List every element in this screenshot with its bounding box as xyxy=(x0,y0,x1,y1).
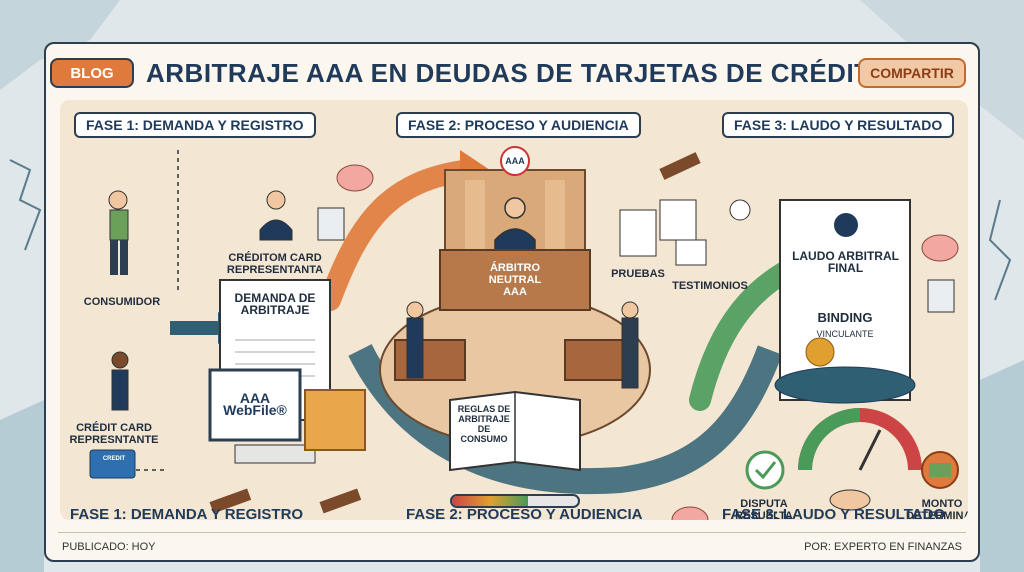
phase-2-tag: FASE 2: PROCESO Y AUDIENCIA xyxy=(396,112,641,138)
webfile-label: AAA WebFile® xyxy=(223,390,287,418)
header: BLOG ARBITRAJE AAA EN DEUDAS DE TARJETAS… xyxy=(46,44,978,102)
infographic-panel: FASE 1: DEMANDA Y REGISTRO FASE 2: PROCE… xyxy=(60,100,968,520)
testimony-label: TESTIMONIOS xyxy=(672,280,748,292)
dispute-resolved-label: DISPUTA RESUELTA xyxy=(735,498,793,520)
binding-label: BINDING xyxy=(817,310,873,325)
final-award-title: LAUDO ARBITRAL FINAL xyxy=(792,249,899,275)
share-button[interactable]: COMPARTIR xyxy=(858,58,966,88)
evidence-label: PRUEBAS xyxy=(611,268,665,280)
footer-divider xyxy=(58,532,966,533)
credit-rep-label: CRÉDIT CARD REPRESNTANTE xyxy=(69,422,159,446)
creditor-rep-label: CRÉDITOM CARD REPRESENTANTA xyxy=(226,252,324,276)
blog-button[interactable]: BLOG xyxy=(50,58,134,88)
claim-document-title: DEMANDA DE ARBITRAJE xyxy=(234,291,316,317)
infographic-illustration xyxy=(89,150,959,520)
credit-card-text: CREDIT xyxy=(102,456,126,462)
process-progress-fill xyxy=(452,496,528,506)
footer-phase-1: FASE 1: DEMANDA Y REGISTRO xyxy=(70,506,304,523)
page-title: ARBITRAJE AAA EN DEUDAS DE TARJETAS DE C… xyxy=(146,58,891,88)
arbiter-label: ÁRBITRO NEUTRAL AAA xyxy=(488,262,542,298)
author-credit: POR: EXPERTO EN FINANZAS xyxy=(804,541,962,553)
amount-determined-label: MONTO DETERMINADO xyxy=(906,498,968,520)
phase-3-tag: FASE 3: LAUDO Y RESULTADO xyxy=(722,112,955,138)
footer-phase-2: FASE 2: PROCESO Y AUDIENCIA xyxy=(406,506,643,523)
consumer-label: CONSUMIDOR xyxy=(83,296,161,308)
footer-phase-3: FASE 3: LAUDO Y RESULTADO xyxy=(722,506,946,523)
blog-card: BLOG ARBITRAJE AAA EN DEUDAS DE TARJETAS… xyxy=(44,42,980,562)
aaa-logo: AAA xyxy=(500,146,530,176)
rules-book-label: REGLAS DE ARBITRAJE DE CONSUMO xyxy=(457,404,511,444)
process-progress-bar xyxy=(450,494,580,508)
binding-sub-label: VINCULANTE xyxy=(816,329,874,339)
phase-1-tag: FASE 1: DEMANDA Y REGISTRO xyxy=(74,112,316,138)
published-date: PUBLICADO: HOY xyxy=(62,541,156,553)
